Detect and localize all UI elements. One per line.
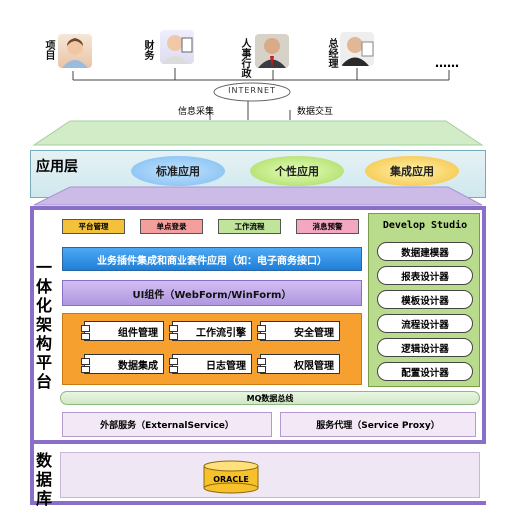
platform-left-border xyxy=(30,206,34,504)
network-lines xyxy=(72,68,450,120)
core-permission-mgmt: 权限管理 xyxy=(257,354,340,374)
standard-app-ellipse: 标准应用 xyxy=(131,156,225,186)
studio-template-designer: 模板设计器 xyxy=(377,290,473,309)
person-icon xyxy=(58,34,92,68)
develop-studio-title: Develop Studio xyxy=(382,220,468,231)
person-icon xyxy=(160,30,194,64)
db-layer-title: 数据库 xyxy=(36,451,53,508)
user-label-finance: 财务 xyxy=(142,40,153,60)
studio-report-designer: 报表设计器 xyxy=(377,266,473,285)
custom-app-ellipse: 个性应用 xyxy=(250,156,344,186)
person-icon xyxy=(340,32,374,66)
person-icon xyxy=(255,34,289,68)
develop-studio-panel: Develop Studio 数据建模器 报表设计器 模板设计器 流程设计器 逻… xyxy=(368,213,480,387)
data-exchange-label: 数据交互 xyxy=(297,107,334,117)
module-platform-mgmt: 平台管理 xyxy=(62,219,125,234)
db-layer-band xyxy=(60,452,480,498)
db-left-border xyxy=(30,444,34,504)
core-log-mgmt: 日志管理 xyxy=(169,354,252,374)
user-label-gm: 总经理 xyxy=(326,38,337,68)
database-cylinder-icon xyxy=(200,460,262,494)
service-proxy-box: 服务代理（Service Proxy） xyxy=(280,412,476,437)
app-layer-title: 应用层 xyxy=(36,159,78,175)
external-service-box: 外部服务（ExternalService） xyxy=(62,412,272,437)
module-workflow: 工作流程 xyxy=(218,219,281,234)
studio-data-modeler: 数据建模器 xyxy=(377,242,473,261)
integration-app-ellipse: 集成应用 xyxy=(365,156,459,186)
user-label-hr: 人事行政 xyxy=(239,38,250,78)
platform-bottom-border xyxy=(30,440,486,444)
module-sso: 单点登录 xyxy=(140,219,203,234)
platform-top-border xyxy=(30,206,486,210)
studio-logic-designer: 逻辑设计器 xyxy=(377,338,473,357)
business-plugin-bar: 业务插件集成和商业套件应用（如：电子商务接口） xyxy=(62,247,362,271)
core-component-mgmt: 组件管理 xyxy=(81,321,164,341)
info-collect-label: 信息采集 xyxy=(178,107,215,117)
platform-title: 一体化架构平台 xyxy=(36,258,53,391)
oracle-label: ORACLE xyxy=(213,475,249,484)
core-data-integration: 数据集成 xyxy=(81,354,164,374)
studio-process-designer: 流程设计器 xyxy=(377,314,473,333)
internet-label: INTERNET xyxy=(228,86,276,95)
studio-config-designer: 配置设计器 xyxy=(377,362,473,381)
core-security-mgmt: 安全管理 xyxy=(257,321,340,341)
mq-data-bus: MQ数据总线 xyxy=(60,391,480,405)
user-label-project: 项目 xyxy=(43,40,54,60)
internet-cloud-icon xyxy=(212,81,292,103)
network-plate xyxy=(32,120,484,146)
app-plate xyxy=(33,186,483,206)
ui-component-bar: UI组件（WebForm/WinForm） xyxy=(62,280,362,306)
core-workflow-engine: 工作流引擎 xyxy=(169,321,252,341)
platform-right-border xyxy=(482,206,486,442)
module-alerts: 消息预警 xyxy=(296,219,359,234)
db-bottom-border xyxy=(30,501,486,505)
more-users-ellipsis: …… xyxy=(435,56,459,70)
